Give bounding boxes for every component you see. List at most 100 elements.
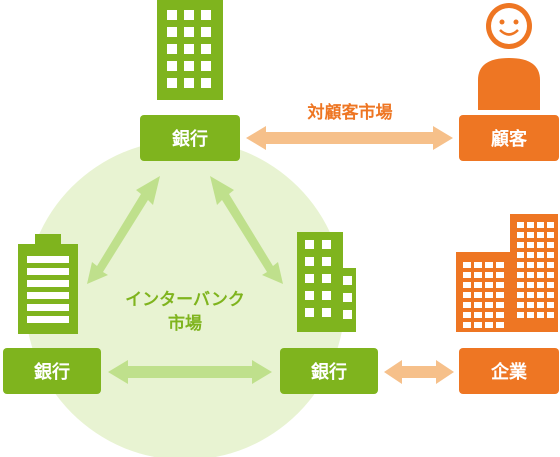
building-window [547,312,554,318]
building-window [537,302,544,308]
building-window [537,282,544,288]
arrow-top-left [87,176,160,284]
building-window [537,262,544,268]
bank-top-box: 銀行 [140,115,240,161]
building-window [517,302,524,308]
building-window [463,282,471,288]
interbank-market-line1: インターバンク [125,290,245,310]
building-window [496,322,504,328]
bank-right-building-icon [297,232,356,332]
building-window [184,27,194,37]
building-window [547,292,554,298]
building-window [322,257,331,266]
customer-arrows [246,126,454,384]
building-window [305,291,314,300]
customer-box: 顧客 [459,115,559,161]
customer-market-label: 対顧客市場 [307,103,393,123]
building-window [184,78,194,88]
building-window [305,308,314,317]
building-window [496,272,504,278]
building-window [201,27,211,37]
interbank-market-line2: 市場 [168,314,202,334]
building-window [184,61,194,71]
building-window [343,293,352,302]
building-window [537,232,544,238]
building-window [305,257,314,266]
building-window [517,282,524,288]
building-window [305,274,314,283]
building-window [27,304,69,311]
building-window [547,282,554,288]
building-window [201,44,211,54]
building-window [547,272,554,278]
building-window [485,272,493,278]
building-window [537,222,544,228]
interbank-circle [25,140,345,457]
building-window [527,272,534,278]
building-window [496,312,504,318]
building-window [537,312,544,318]
building-window [527,222,534,228]
building-window [322,240,331,249]
building-window [527,302,534,308]
building-window [322,308,331,317]
building-window [184,44,194,54]
building-window [527,252,534,258]
building-window [474,272,482,278]
building-window [527,232,534,238]
building-window [201,61,211,71]
building-window [463,292,471,298]
building-window [547,232,554,238]
bank-left-building-icon [18,234,78,334]
building-window [485,322,493,328]
building-window [496,282,504,288]
building-window [167,27,177,37]
building-window [485,292,493,298]
arrow-bank-customer [246,126,453,150]
building-window [474,262,482,268]
building-window [167,61,177,71]
building-window [527,262,534,268]
building-window [474,312,482,318]
building-window [485,302,493,308]
building-window [322,291,331,300]
company-box: 企業 [459,348,559,394]
building-window [547,262,554,268]
building-window [517,222,524,228]
building-window [474,282,482,288]
building-window [474,322,482,328]
customer-label: 顧客 [491,129,527,150]
building-window [485,262,493,268]
building-window [463,312,471,318]
building-window [517,242,524,248]
company-label: 企業 [491,362,527,383]
building-window [496,292,504,298]
building-window [322,274,331,283]
arrow-bank-company [384,360,454,384]
building-window [517,272,524,278]
building-window [527,282,534,288]
building-window [27,268,69,275]
building-window [463,302,471,308]
interbank-arrows [87,176,283,384]
building-window [517,232,524,238]
building-window [527,292,534,298]
building-window [496,262,504,268]
building-window [201,10,211,20]
building-window [547,242,554,248]
building-window [27,316,69,323]
arrow-top-right [210,176,283,284]
building-window [167,10,177,20]
building-window [167,44,177,54]
building-window [485,312,493,318]
building-window [496,302,504,308]
building-window [517,252,524,258]
building-window [547,222,554,228]
building-window [474,292,482,298]
bank-top-building-icon [157,0,223,100]
building-window [527,312,534,318]
building-window [343,310,352,319]
bank-top-label: 銀行 [172,129,208,150]
